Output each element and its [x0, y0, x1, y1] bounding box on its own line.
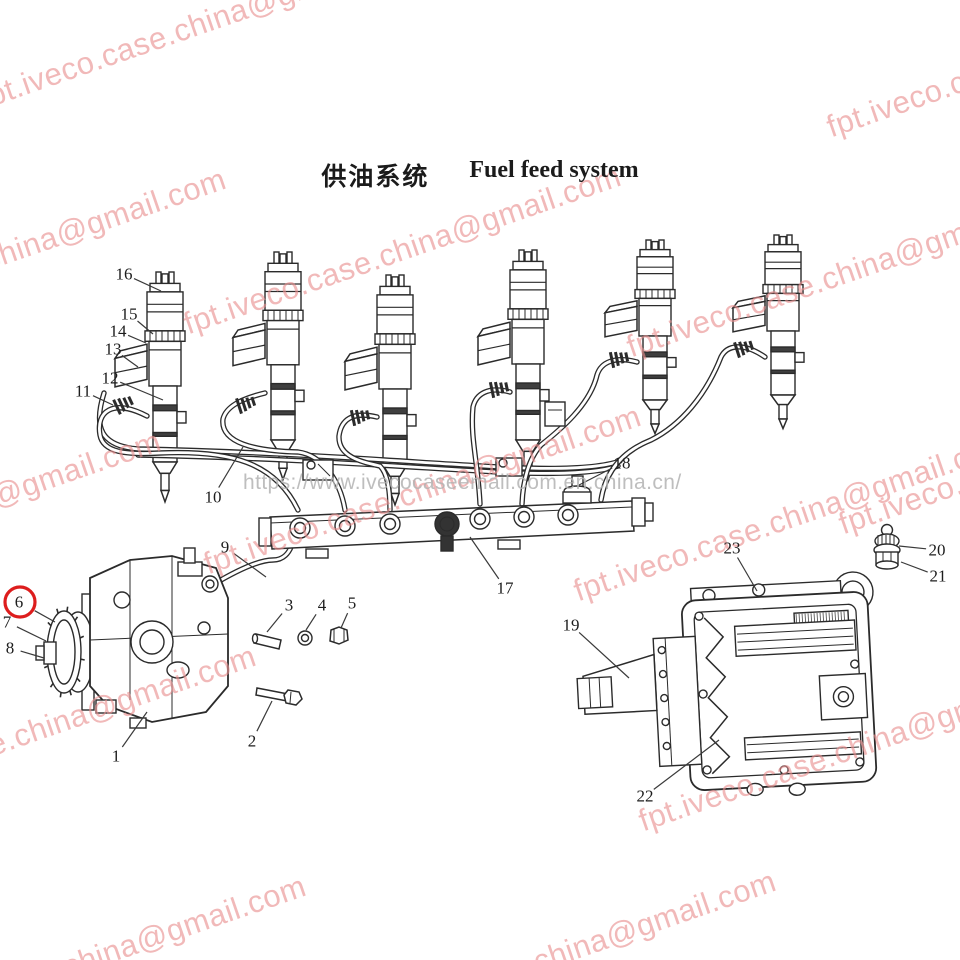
callout-12: 12	[101, 368, 119, 388]
callout-6: 6	[14, 592, 24, 612]
callout-14: 14	[109, 321, 127, 341]
callout-8: 8	[5, 638, 15, 658]
callout-3: 3	[284, 595, 294, 615]
title-chinese: 供油系统	[321, 163, 430, 191]
callout-15: 15	[120, 304, 138, 324]
callout-16: 16	[115, 264, 133, 284]
callout-20: 20	[928, 540, 946, 560]
page-title: 供油系统 Fuel feed system	[0, 157, 960, 193]
callout-10: 10	[204, 487, 222, 507]
callout-18: 18	[613, 453, 631, 473]
callout-5: 5	[347, 593, 357, 613]
callout-7: 7	[2, 612, 12, 632]
callout-19: 19	[562, 615, 580, 635]
fuel-injector	[603, 239, 677, 436]
title-english: Fuel feed system	[469, 157, 639, 183]
highlight-circle	[3, 585, 37, 619]
callout-22: 22	[636, 786, 654, 806]
callout-23: 23	[723, 538, 741, 558]
sensor-20-21	[873, 523, 901, 570]
high-pressure-pipes	[96, 340, 768, 587]
callout-17: 17	[496, 578, 514, 598]
fuel-injector	[231, 251, 305, 482]
common-rail	[258, 475, 654, 559]
callout-4: 4	[317, 595, 327, 615]
callout-11: 11	[74, 381, 92, 401]
injection-pump	[35, 547, 229, 729]
pipe-clamps	[302, 401, 566, 481]
callout-2: 2	[247, 731, 257, 751]
fuel-injector	[731, 234, 805, 431]
callout-9: 9	[220, 537, 230, 557]
callout-13: 13	[104, 339, 122, 359]
small-hardware	[251, 626, 349, 706]
callout-1: 1	[111, 746, 121, 766]
fuel-injector	[476, 249, 550, 483]
callout-leaders	[3, 278, 928, 790]
fuel-injector	[343, 274, 417, 508]
callout-21: 21	[929, 566, 947, 586]
ecu-module	[576, 571, 878, 797]
